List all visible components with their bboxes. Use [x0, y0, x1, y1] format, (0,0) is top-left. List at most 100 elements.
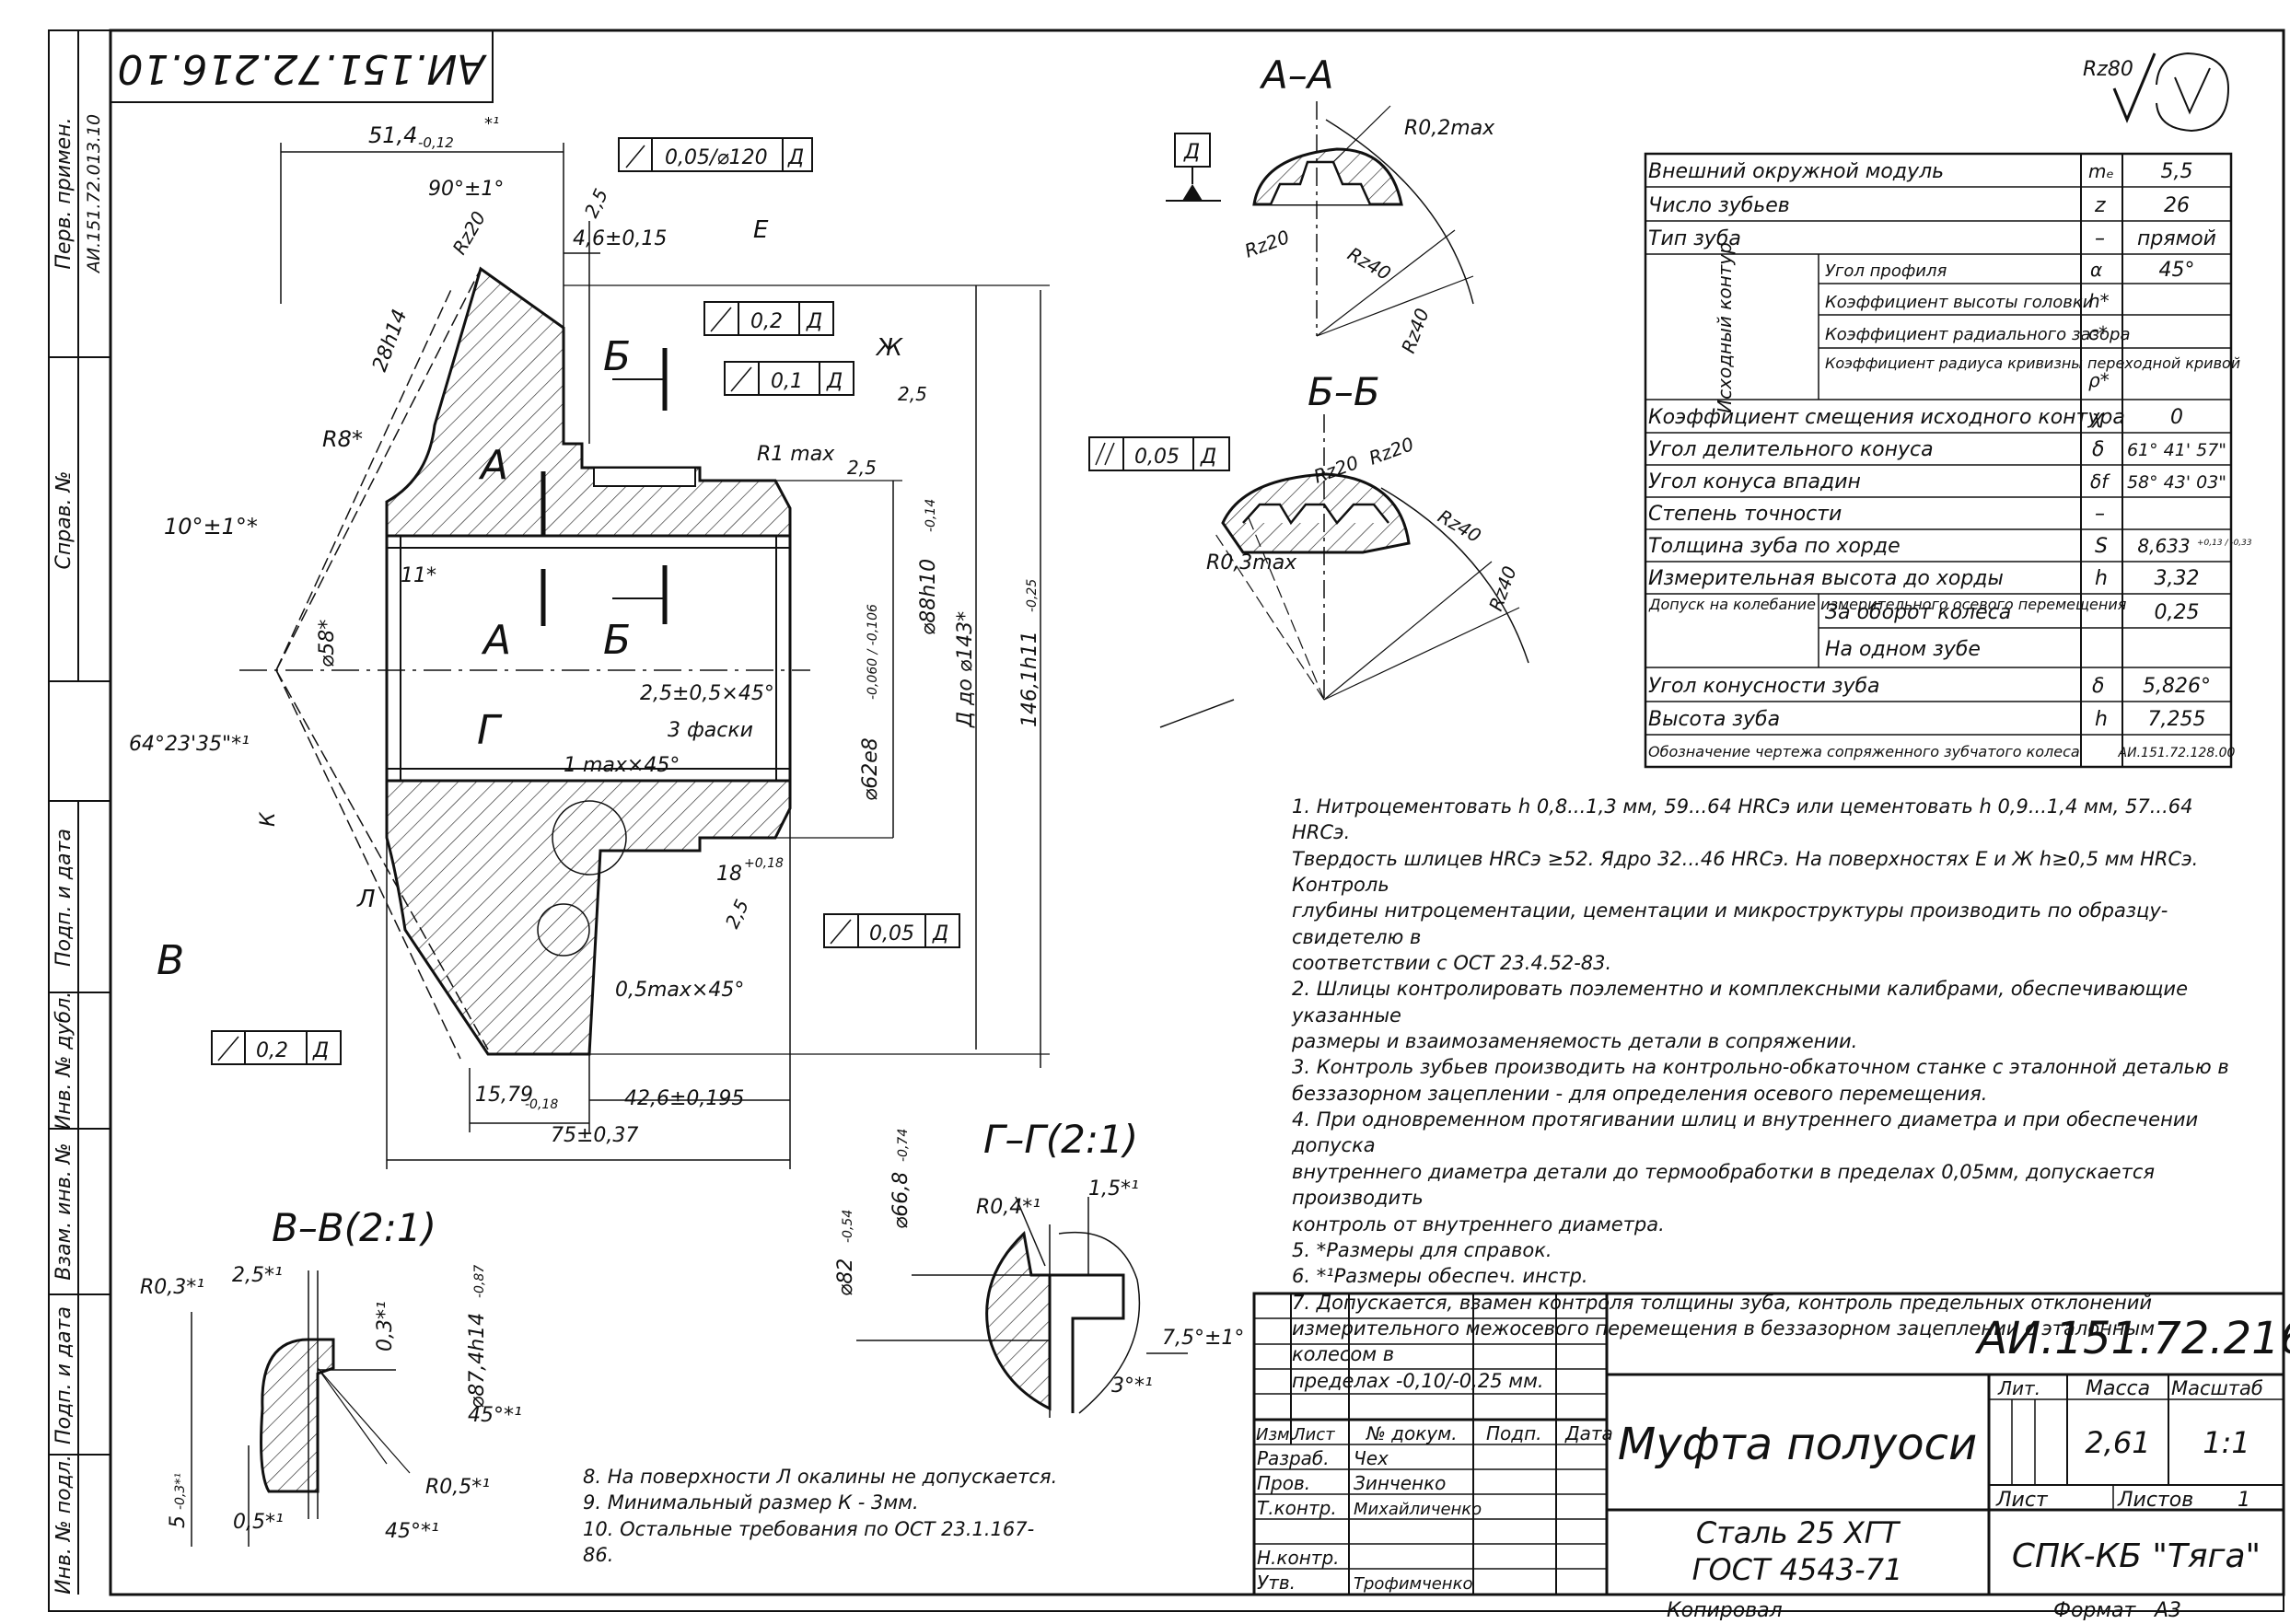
note-line: Твердость шлицев HRCэ ≥52. Ядро 32...46 … — [1292, 847, 2199, 897]
left-strip — [48, 30, 110, 1595]
svg-text:Изм.: Изм. — [1256, 1425, 1295, 1444]
svg-text:Лист: Лист — [1292, 1425, 1335, 1444]
svg-text:Тип зуба: Тип зуба — [1648, 227, 1741, 250]
svg-text:прямой: прямой — [2137, 227, 2216, 250]
note-line: глубины нитроцементации, цементации и ми… — [1292, 899, 2168, 948]
dim-51-4-star: *¹ — [484, 114, 499, 133]
roughness-check-icon — [2112, 52, 2156, 123]
section-bb — [1159, 414, 1529, 728]
tol-frame-5-datum: Д — [312, 1039, 329, 1062]
ang-90: 90°±1° — [428, 178, 504, 201]
inv-dubl-label: Инв. № дубл. — [52, 992, 76, 1131]
title-block-text: Изм. Лист № докум. Подп. Дата Разраб.Чех… — [1256, 1313, 2290, 1622]
note-line: размеры и взаимозаменяемость детали в со… — [1292, 1030, 1858, 1053]
gg-82: ⌀82 — [834, 1259, 857, 1296]
rz-2-5-d: 2,5 — [721, 896, 753, 932]
svg-text:0: 0 — [2170, 406, 2183, 429]
dim-51-4-tol: -0,12 — [418, 134, 454, 151]
svg-text:Трофимченко: Трофимченко — [1354, 1574, 1472, 1594]
vv-5: 5 — [167, 1515, 190, 1528]
svg-text:0,25: 0,25 — [2155, 601, 2200, 624]
svg-text:Угол профиля: Угол профиля — [1825, 261, 1947, 281]
label-A-top: А — [478, 442, 508, 489]
perv-primen-value: АИ.151.72.013.10 — [84, 114, 104, 274]
svg-text:61° 41' 57": 61° 41' 57" — [2127, 440, 2226, 460]
dim-18: 18 — [716, 863, 742, 886]
svg-text:АИ.151.72.128.00: АИ.151.72.128.00 — [2118, 746, 2236, 760]
note-line: измерительного межосевого перемещения в … — [1292, 1317, 2156, 1366]
svg-text:Внешний окружной модуль: Внешний окружной модуль — [1648, 160, 1944, 183]
section-bb-title: Б–Б — [1308, 369, 1380, 414]
vv-0-3: 0,3*¹ — [374, 1301, 397, 1351]
dim-42-6: 42,6±0,195 — [624, 1087, 744, 1110]
aa-rz20: Rz20 — [1242, 226, 1293, 262]
svg-text:Утв.: Утв. — [1257, 1572, 1296, 1594]
aa-rz40-a: Rz40 — [1344, 243, 1395, 285]
label-G: Г — [477, 707, 503, 754]
svg-text:Н.контр.: Н.контр. — [1257, 1547, 1340, 1569]
tol-frame-bb — [1088, 436, 1230, 471]
podp-data2-label: Подп. и дата — [52, 1306, 76, 1444]
tol-frame-1-datum: Д — [787, 146, 804, 169]
dim-62-tol: -0,060 / -0,106 — [866, 604, 880, 700]
label-E: Е — [753, 216, 769, 244]
svg-text:–: – — [2095, 503, 2105, 526]
chamfer-count: 3 фаски — [668, 719, 753, 742]
svg-text:χ: χ — [2091, 406, 2104, 428]
svg-text:Дата: Дата — [1564, 1422, 1613, 1444]
title-material-1: Сталь 25 ХГТ — [1696, 1515, 1901, 1550]
gg-1-5: 1,5*¹ — [1088, 1177, 1139, 1201]
tol-frame-2-value: 0,2 — [750, 310, 783, 333]
dim-146-tol: -0,25 — [1025, 579, 1040, 612]
svg-text:Масштаб: Масштаб — [2171, 1377, 2263, 1399]
note-line: 1. Нитроцементовать h 0,8...1,3 мм, 59..… — [1292, 795, 2193, 844]
bore — [385, 534, 792, 783]
svg-text:Подп.: Подп. — [1486, 1422, 1542, 1444]
dim-4-6: 4,6±0,15 — [573, 227, 667, 250]
note-line: 5. *Размеры для справок. — [1292, 1238, 1552, 1261]
dim-18-tol: +0,18 — [744, 856, 784, 871]
tol-frame-1 — [618, 137, 813, 172]
r8: R8* — [322, 426, 363, 452]
technical-notes: 1. Нитроцементовать h 0,8...1,3 мм, 59..… — [1292, 794, 2240, 1394]
dim-15-79: 15,79 — [475, 1084, 533, 1107]
svg-text:5,826°: 5,826° — [2143, 675, 2211, 698]
svg-text:Степень точности: Степень точности — [1648, 503, 1842, 526]
svg-text:Обозначение чертежа сопряженно: Обозначение чертежа сопряженного зубчато… — [1648, 743, 2080, 760]
note-line: 3. Контроль зубьев производить на контро… — [1292, 1056, 2229, 1079]
section-vv — [191, 1270, 411, 1547]
svg-text:7,255: 7,255 — [2148, 708, 2206, 731]
roughness-general: Rz80 — [2083, 52, 2230, 133]
svg-text:Чех: Чех — [1354, 1447, 1389, 1469]
note-line: 6. *¹Размеры обеспеч. инстр. — [1292, 1265, 1588, 1288]
svg-text:Коэффициент радиуса кривизны п: Коэффициент радиуса кривизны переходной … — [1825, 354, 2240, 372]
svg-text:S: S — [2095, 535, 2108, 558]
svg-text:Высота зуба: Высота зуба — [1648, 708, 1780, 731]
inner-frame — [109, 29, 2285, 1596]
bb-rz40-b: Rz40 — [1484, 563, 1521, 614]
vv-45-a: 45°*¹ — [468, 1404, 522, 1427]
label-A-bottom: А — [481, 617, 511, 664]
label-K: К — [257, 811, 280, 827]
dim-to-143: Д до ⌀143* — [954, 611, 977, 728]
vv-87-tol: -0,87 — [472, 1265, 487, 1298]
gg-3: 3°*¹ — [1111, 1375, 1153, 1398]
tol-frame-6-value: 0,05 — [1134, 446, 1180, 469]
note-line: 2. Шлицы контролировать поэлементно и ко… — [1292, 978, 2188, 1027]
svg-text:Лист: Лист — [1995, 1489, 2049, 1512]
note-line: 8. На поверхности Л окалины не допускает… — [583, 1466, 1058, 1488]
svg-text:α: α — [2090, 259, 2102, 281]
tol-frame-6-datum: Д — [1200, 446, 1216, 469]
datum-d-marker — [1166, 133, 1221, 202]
tol-frame-5 — [211, 1030, 342, 1065]
svg-text:Лит.: Лит. — [1997, 1377, 2040, 1399]
gg-82-tol: -0,54 — [841, 1210, 855, 1243]
tol-frame-1-value: 0,05/⌀120 — [665, 146, 768, 169]
gg-66-8: ⌀66,8 — [889, 1172, 913, 1229]
rz-2-5-b: 2,5 — [847, 457, 877, 479]
label-V: В — [157, 937, 184, 984]
rz-2-5-c: 2,5 — [580, 185, 612, 221]
svg-text:Формат: Формат — [2053, 1599, 2136, 1620]
svg-text:Угол делительного конуса: Угол делительного конуса — [1648, 438, 1934, 461]
vv-r05: R0,5*¹ — [425, 1476, 490, 1499]
